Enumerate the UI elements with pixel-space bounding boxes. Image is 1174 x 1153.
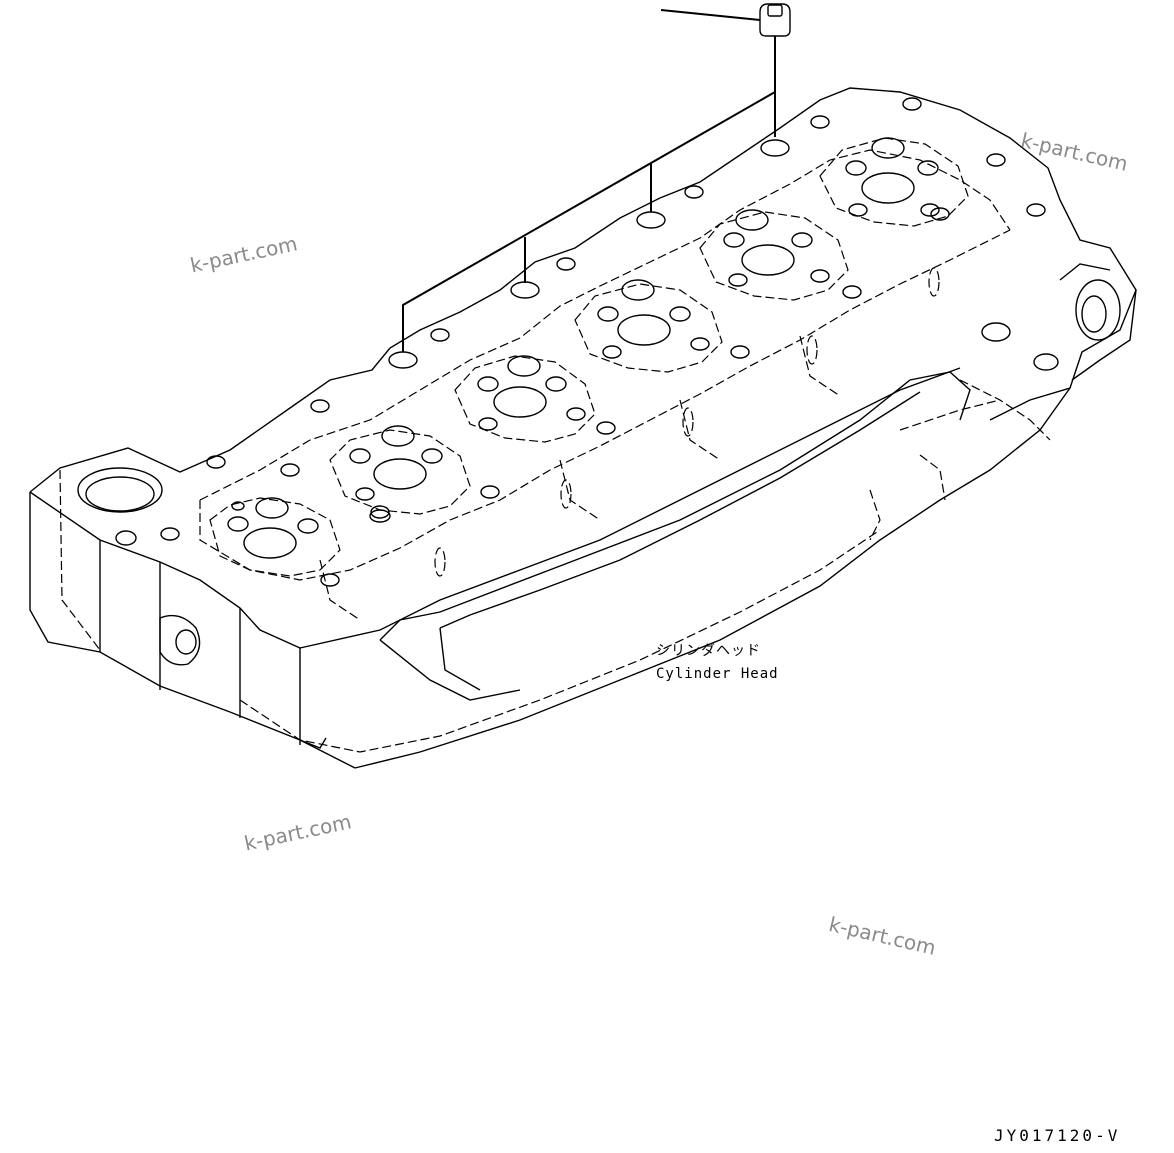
drawing-code: JY017120-V bbox=[994, 1126, 1121, 1145]
cylinder-3-ports bbox=[454, 355, 596, 443]
deck-dashed-outlines bbox=[59, 149, 1051, 753]
cylinder-1-ports bbox=[209, 497, 341, 577]
cylinder-4-ports bbox=[574, 279, 723, 373]
cylinder-ports bbox=[209, 137, 969, 577]
part-label-japanese: シリンダヘッド bbox=[656, 643, 761, 659]
leader-lines bbox=[402, 9, 776, 352]
front-end-bore bbox=[77, 467, 327, 749]
cylinder-6-ports bbox=[819, 137, 969, 227]
rear-end-bore bbox=[1059, 263, 1121, 341]
head-bolt-holes bbox=[115, 97, 1059, 587]
cylinder-5-ports bbox=[699, 209, 849, 301]
part-label-english: Cylinder Head bbox=[656, 666, 779, 682]
plug-cap-icon[interactable] bbox=[759, 3, 791, 37]
cylinder-2-ports bbox=[329, 425, 471, 523]
side-ports bbox=[434, 267, 940, 577]
cylinder-head-body bbox=[29, 87, 1137, 769]
